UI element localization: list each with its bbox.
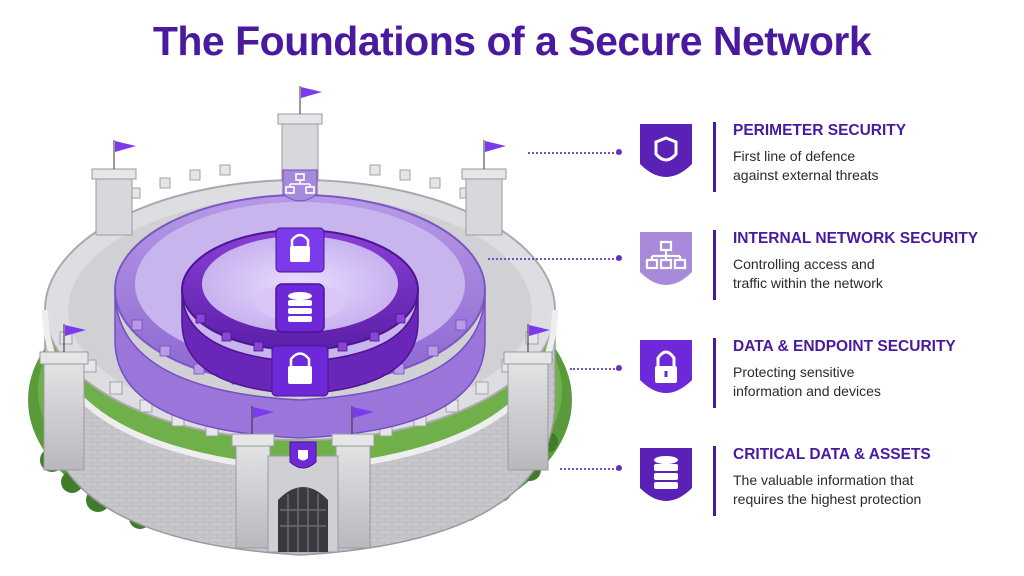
page-title: The Foundations of a Secure Network [152, 18, 872, 64]
legend-item-perimeter: PERIMETER SECURITY First line of defence… [636, 120, 1016, 210]
legend-description: The valuable information that requires t… [733, 472, 922, 507]
padlock-badge-icon-lower [271, 345, 329, 397]
connector-data-endpoint [570, 368, 618, 370]
legend-divider [713, 122, 716, 192]
towers [39, 113, 553, 549]
connector-dot [616, 465, 622, 471]
legend-description: First line of defence against external t… [733, 148, 879, 183]
connector-dot [616, 149, 622, 155]
core-database-icon [288, 292, 312, 322]
connector-critical [560, 468, 618, 470]
legend-divider [713, 446, 716, 516]
legend-title: DATA & ENDPOINT SECURITY [733, 338, 956, 355]
legend-item-internal-network: INTERNAL NETWORK SECURITY Controlling ac… [636, 228, 1016, 318]
portcullis [278, 487, 328, 552]
padlock-icon [640, 340, 692, 393]
padlock-badge-icon-upper [275, 227, 325, 273]
legend-divider [713, 338, 716, 408]
legend-item-critical-data: CRITICAL DATA & ASSETS The valuable info… [636, 444, 1016, 534]
network-hierarchy-icon [640, 232, 692, 285]
legend-description: Controlling access and traffic within th… [733, 256, 883, 291]
legend-item-data-endpoint: DATA & ENDPOINT SECURITY Protecting sens… [636, 336, 1016, 426]
legend-divider [713, 230, 716, 300]
castle-illustration [28, 86, 572, 556]
legend-description: Protecting sensitive information and dev… [733, 364, 881, 399]
legend-title: PERIMETER SECURITY [733, 122, 907, 139]
legend-title: INTERNAL NETWORK SECURITY [733, 230, 979, 247]
connector-internal [488, 258, 618, 260]
network-badge-icon [282, 169, 318, 202]
connector-dot [616, 365, 622, 371]
flags [63, 86, 550, 434]
database-icon [640, 448, 692, 501]
connector-perimeter [528, 152, 618, 154]
connector-dot [616, 255, 622, 261]
legend-title: CRITICAL DATA & ASSETS [733, 446, 931, 463]
shield-icon [640, 124, 692, 177]
